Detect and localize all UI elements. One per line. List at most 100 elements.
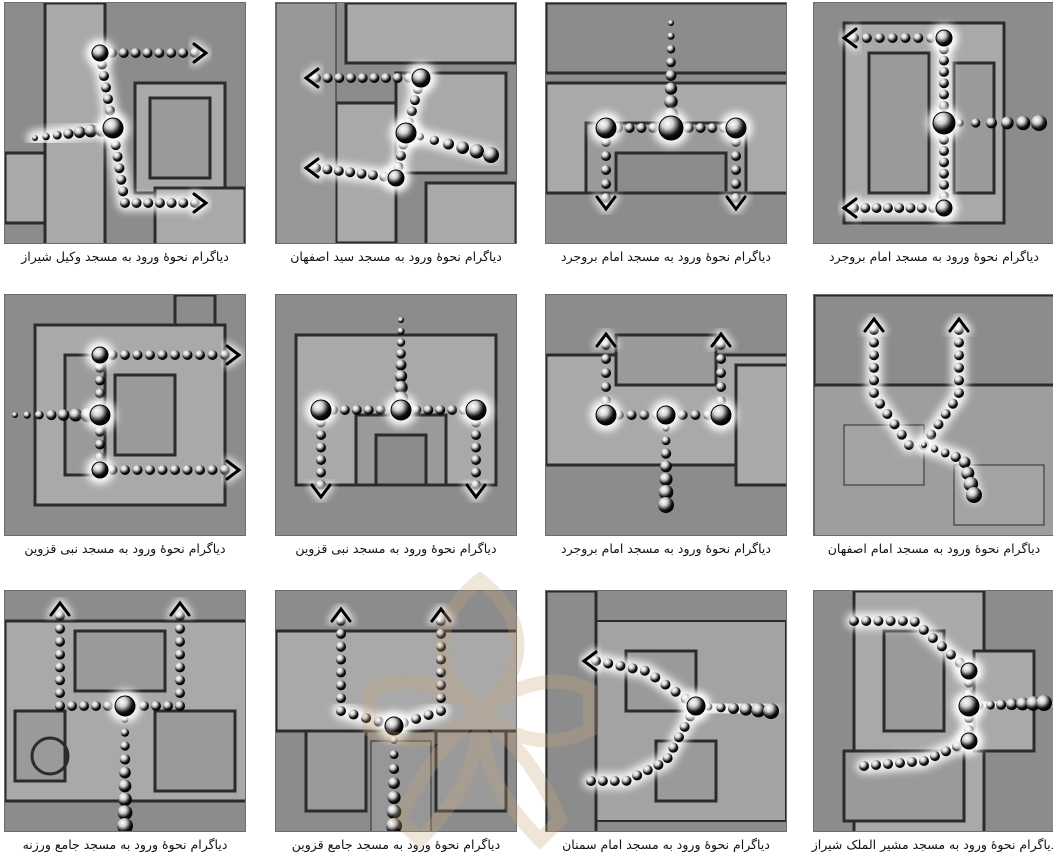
- path-dot: [601, 179, 611, 189]
- path-dot: [345, 167, 355, 177]
- path-dot: [921, 442, 927, 448]
- path-dot: [869, 350, 879, 360]
- path-dot: [966, 487, 982, 503]
- path-dot: [436, 680, 446, 690]
- path-dot: [175, 624, 185, 634]
- path-dot: [436, 706, 446, 716]
- path-dot: [175, 701, 185, 711]
- path-dot: [119, 780, 132, 793]
- path-dot: [869, 363, 879, 373]
- path-dot: [941, 409, 951, 419]
- path-dot: [183, 350, 193, 360]
- path-dot: [42, 133, 49, 140]
- panel-caption: دیاگرام نحوهٔ ورود به مسجد نبی قزوین: [271, 541, 521, 563]
- path-dot: [154, 48, 164, 58]
- path-dot: [1006, 698, 1018, 710]
- plan-block: [844, 425, 924, 485]
- path-dot: [470, 144, 484, 158]
- path-dot: [407, 106, 417, 116]
- node-dot: [596, 405, 616, 425]
- plan-diagram: [813, 590, 1053, 832]
- path-dot: [716, 703, 725, 712]
- plan-block: [306, 731, 366, 811]
- path-dot: [55, 650, 65, 660]
- plan-diagram: [275, 2, 517, 244]
- path-dot: [396, 151, 406, 161]
- path-dot: [91, 701, 101, 711]
- node-dot: [961, 733, 977, 749]
- plan-block: [736, 365, 787, 485]
- path-dot: [869, 338, 879, 348]
- path-dot: [948, 399, 958, 409]
- path-dot: [120, 754, 130, 764]
- path-dot: [376, 405, 386, 415]
- path-dot: [664, 95, 678, 109]
- node-dot: [385, 717, 403, 735]
- path-dot: [660, 680, 670, 690]
- path-dot: [643, 765, 653, 775]
- path-dot: [873, 616, 883, 626]
- path-dot: [99, 71, 109, 81]
- path-dot: [471, 468, 481, 478]
- path-dot: [63, 129, 73, 139]
- node-dot: [311, 400, 331, 420]
- path-dot: [954, 338, 964, 348]
- path-dot: [456, 141, 469, 154]
- path-dot: [954, 388, 964, 398]
- path-dot: [640, 666, 650, 676]
- path-dot: [55, 688, 65, 698]
- path-dot: [95, 376, 105, 386]
- path-dot: [882, 409, 892, 419]
- path-dot: [143, 48, 153, 58]
- path-dot: [334, 73, 344, 83]
- node-dot: [92, 45, 108, 61]
- path-dot: [632, 770, 642, 780]
- path-dot: [381, 73, 391, 83]
- path-dot: [410, 95, 420, 105]
- path-dot: [954, 363, 964, 373]
- path-dot: [716, 382, 726, 392]
- plan-diagram: [4, 590, 246, 832]
- node-dot: [596, 118, 616, 138]
- node-dot: [388, 170, 404, 186]
- path-dot: [615, 661, 625, 671]
- path-dot: [707, 123, 717, 133]
- path-dot: [389, 764, 399, 774]
- path-dot: [910, 617, 920, 627]
- path-dot: [390, 750, 399, 759]
- path-dot: [369, 73, 379, 83]
- path-dot: [397, 338, 406, 347]
- path-dot: [860, 203, 870, 213]
- path-dot: [364, 405, 374, 415]
- path-dot: [601, 382, 611, 392]
- node-dot: [466, 400, 486, 420]
- path-dot: [208, 350, 218, 360]
- path-dot: [471, 455, 481, 465]
- path-dot: [436, 629, 446, 639]
- path-dot: [622, 776, 632, 786]
- path-dot: [158, 465, 168, 475]
- path-dot: [986, 118, 997, 129]
- path-dot: [658, 497, 674, 513]
- path-dot: [357, 169, 367, 179]
- plan-block: [616, 335, 716, 385]
- path-dot: [716, 354, 726, 364]
- path-dot: [423, 405, 433, 415]
- path-dot: [928, 633, 938, 643]
- path-dot: [875, 399, 885, 409]
- plan-block: [869, 53, 929, 193]
- path-dot: [471, 443, 481, 453]
- path-dot: [1001, 117, 1014, 130]
- path-dot: [118, 792, 132, 806]
- plan-diagram: [813, 2, 1053, 244]
- path-dot: [336, 706, 346, 716]
- path-dot: [436, 642, 446, 652]
- path-dot: [32, 135, 38, 141]
- path-dot: [178, 48, 188, 58]
- path-dot: [436, 655, 446, 665]
- path-dot: [954, 350, 964, 360]
- path-dot: [666, 58, 676, 68]
- plan-block: [276, 3, 336, 244]
- path-dot: [120, 465, 130, 475]
- plan-diagram: [545, 294, 787, 536]
